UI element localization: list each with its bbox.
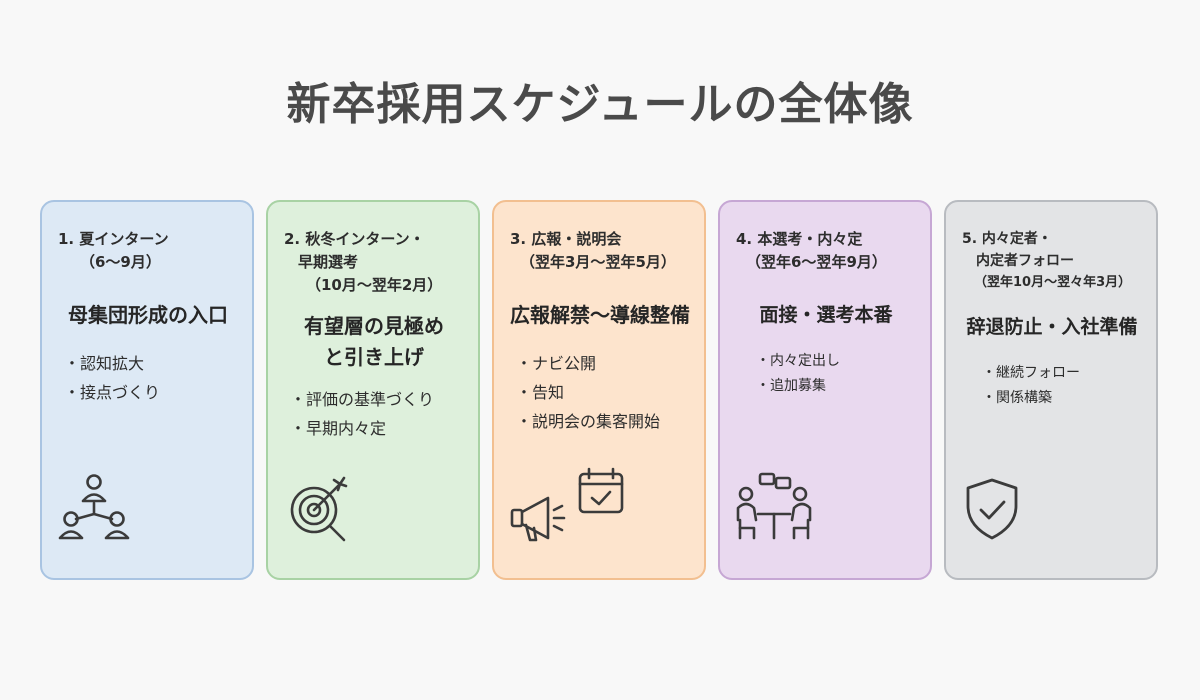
bullet-item: 告知 [516, 378, 690, 407]
bullet-item: 追加募集 [756, 374, 916, 399]
phase-title: 5. 内々定者・ [962, 231, 1052, 247]
phase-period: （翌年10月〜翌々年3月） [974, 275, 1132, 290]
bullet-item: 継続フォロー [982, 361, 1142, 386]
headline-text: 有望層の見極め [304, 314, 444, 338]
phase-card-pr-briefing: 3. 広報・説明会 （翌年3月〜翌年5月） 広報解禁〜導線整備 ナビ公開 告知 … [492, 200, 706, 580]
target-magnifier-icon [268, 472, 478, 562]
phase-label: 4. 本選考・内々定 （翌年6〜翌年9月） [736, 228, 916, 274]
bullet-item: 早期内々定 [290, 414, 464, 443]
phase-headline: 辞退防止・入社準備 [962, 312, 1142, 343]
phase-label: 2. 秋冬インターン・ 早期選考 （10月〜翌年2月） [284, 228, 464, 297]
bullet-item: 評価の基準づくり [290, 385, 464, 414]
page-title: 新卒採用スケジュールの全体像 [286, 79, 914, 130]
phase-title: 4. 本選考・内々定 [736, 230, 863, 248]
schedule-cards: 1. 夏インターン （6〜9月） 母集団形成の入口 認知拡大 接点づくり [40, 200, 1162, 582]
phase-period: （6〜9月） [80, 253, 161, 271]
bullet-list: 内々定出し 追加募集 [736, 349, 916, 399]
phase-headline: 有望層の見極め と引き上げ [284, 311, 464, 373]
phase-label: 3. 広報・説明会 （翌年3月〜翌年5月） [510, 228, 690, 274]
headline-text: 母集団形成の入口 [68, 303, 228, 327]
bullet-list: 評価の基準づくり 早期内々定 [284, 385, 464, 443]
bullet-item: ナビ公開 [516, 349, 690, 378]
bullet-item: 内々定出し [756, 349, 916, 374]
bullet-list: 継続フォロー 関係構築 [962, 361, 1142, 411]
phase-title: 1. 夏インターン [58, 230, 169, 248]
phase-card-summer-internship: 1. 夏インターン （6〜9月） 母集団形成の入口 認知拡大 接点づくり [40, 200, 254, 580]
phase-period: （翌年3月〜翌年5月） [520, 253, 676, 271]
phase-headline: 面接・選考本番 [736, 300, 916, 331]
phase-title-line-2: 早期選考 [298, 253, 359, 271]
headline-text: 辞退防止・入社準備 [966, 316, 1138, 338]
phase-title: 2. 秋冬インターン・ [284, 230, 425, 248]
bullet-item: 説明会の集客開始 [516, 407, 690, 436]
bullet-item: 認知拡大 [64, 349, 238, 378]
phase-label: 1. 夏インターン （6〜9月） [58, 228, 238, 274]
bullet-item: 接点づくり [64, 378, 238, 407]
interview-icon [720, 472, 930, 562]
phase-title: 3. 広報・説明会 [510, 230, 622, 248]
phase-period: （翌年6〜翌年9月） [746, 253, 887, 271]
phase-card-autumn-winter-internship: 2. 秋冬インターン・ 早期選考 （10月〜翌年2月） 有望層の見極め と引き上… [266, 200, 480, 580]
headline-text: 広報解禁〜導線整備 [510, 303, 690, 327]
phase-card-main-selection: 4. 本選考・内々定 （翌年6〜翌年9月） 面接・選考本番 内々定出し 追加募集 [718, 200, 932, 580]
bullet-item: 関係構築 [982, 386, 1142, 411]
phase-headline: 母集団形成の入口 [58, 300, 238, 331]
phase-label: 5. 内々定者・ 内定者フォロー （翌年10月〜翌々年3月） [962, 228, 1142, 294]
shield-check-icon [946, 472, 1156, 562]
phase-period: （10月〜翌年2月） [306, 276, 443, 294]
headline-text-line-2: と引き上げ [324, 345, 424, 369]
megaphone-calendar-icon [494, 467, 704, 562]
bullet-list: ナビ公開 告知 説明会の集客開始 [510, 349, 690, 436]
phase-title-line-2: 内定者フォロー [976, 253, 1074, 269]
people-network-icon [42, 472, 252, 562]
headline-text: 面接・選考本番 [759, 304, 893, 326]
phase-card-offer-follow-up: 5. 内々定者・ 内定者フォロー （翌年10月〜翌々年3月） 辞退防止・入社準備… [944, 200, 1158, 580]
phase-headline: 広報解禁〜導線整備 [510, 300, 690, 331]
bullet-list: 認知拡大 接点づくり [58, 349, 238, 407]
